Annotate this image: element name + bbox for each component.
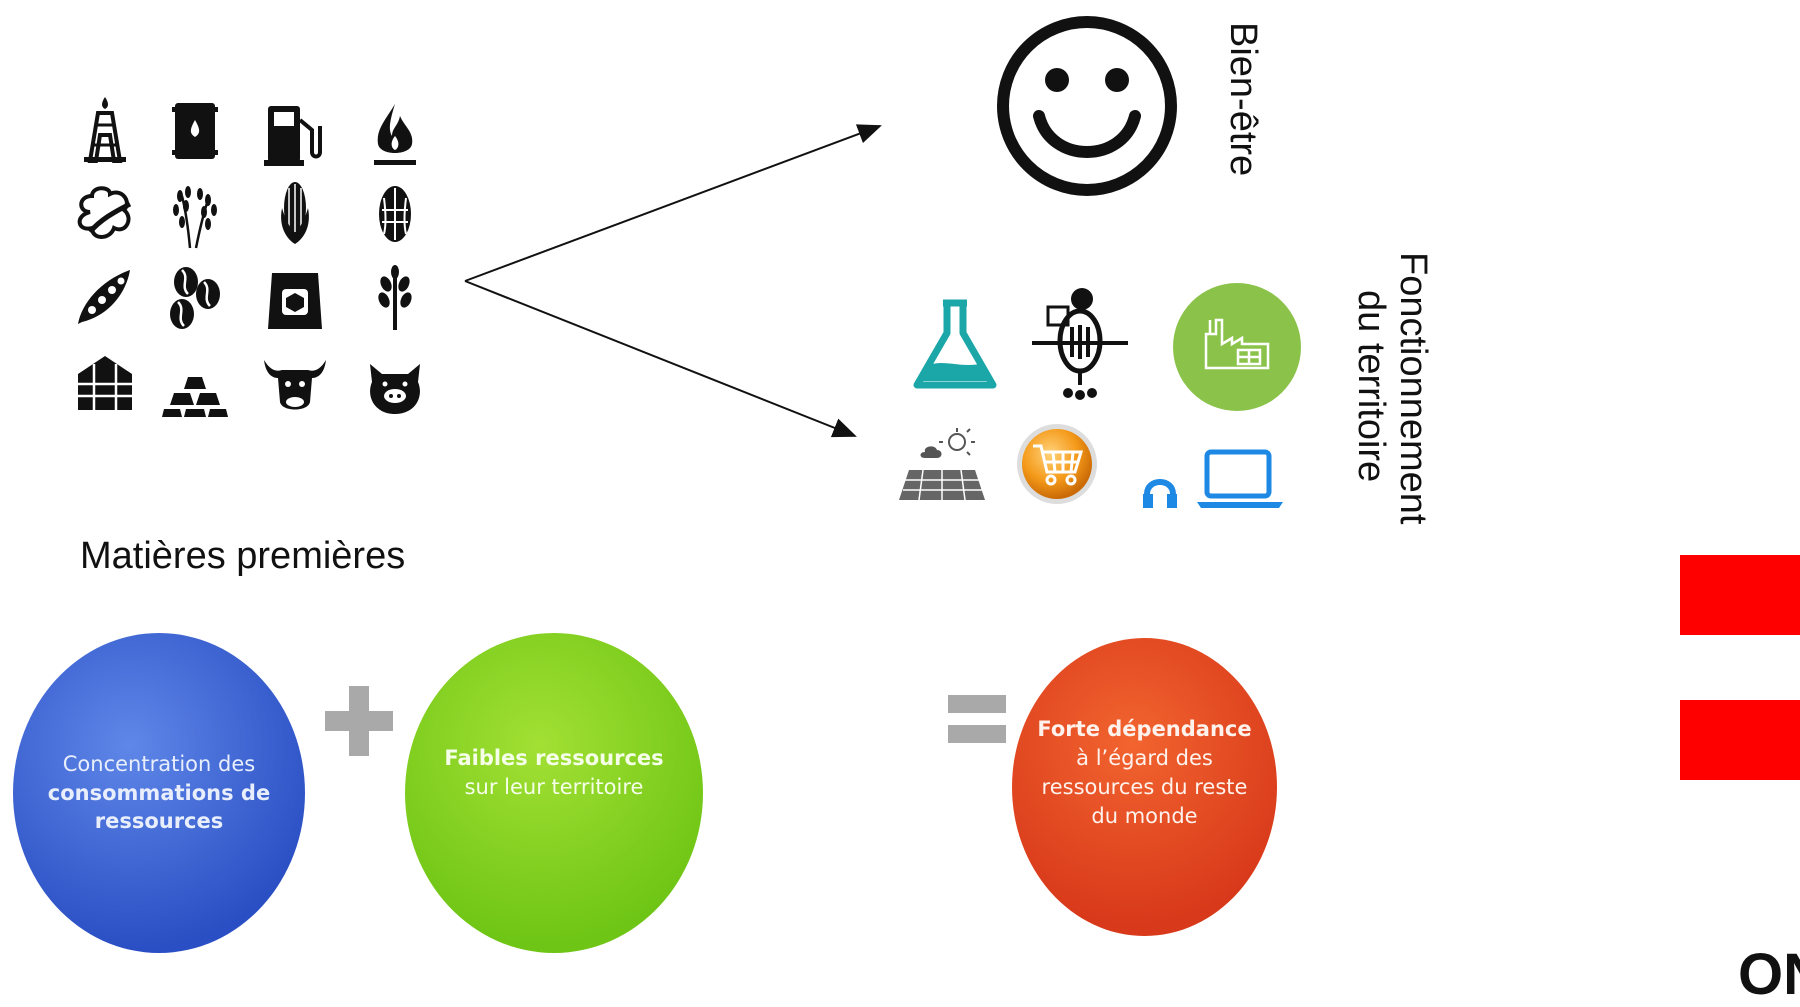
solar-panel-icon bbox=[899, 428, 985, 501]
gold-bars-icon bbox=[162, 377, 228, 417]
pig-icon bbox=[370, 364, 420, 414]
factory-icon bbox=[1173, 283, 1301, 411]
oil-rig-icon bbox=[84, 97, 126, 163]
laptop-icon bbox=[1143, 449, 1283, 508]
timber-stack-icon bbox=[78, 356, 132, 410]
red-block-bottom bbox=[1680, 700, 1800, 780]
sugar-sack-icon bbox=[268, 273, 322, 329]
red-circle-line3: ressources du reste bbox=[1041, 775, 1248, 799]
cow-icon bbox=[264, 360, 326, 410]
oil-barrel-icon bbox=[172, 103, 218, 159]
office-worker-icon bbox=[1032, 288, 1128, 400]
wellbeing-label: Bien-être bbox=[1221, 22, 1264, 177]
cotton-icon bbox=[77, 186, 132, 239]
flask-icon bbox=[913, 299, 997, 389]
fuel-pump-icon bbox=[264, 106, 322, 166]
red-circle-line2: à l’égard des bbox=[1076, 746, 1213, 771]
red-block-top bbox=[1680, 555, 1800, 635]
green-circle-line2: sur leur territoire bbox=[464, 775, 644, 799]
circle-resource-concentration: Concentration des consommations de resso… bbox=[13, 633, 305, 953]
arrow-to-wellbeing bbox=[464, 124, 882, 282]
territory-label-line1: Fonctionnement bbox=[1391, 252, 1434, 525]
green-circle-line1: Faibles ressources bbox=[444, 746, 664, 771]
shopping-cart-icon[interactable] bbox=[1015, 422, 1100, 507]
cocoa-pod-icon bbox=[379, 186, 411, 242]
circle-low-resources: Faibles ressources sur leur territoire bbox=[405, 633, 703, 953]
grain-icon bbox=[378, 265, 412, 330]
red-circle-line1: Forte dépendance bbox=[1037, 717, 1252, 742]
blue-circle-line1: Concentration des bbox=[62, 751, 256, 776]
wheat-icon bbox=[173, 186, 217, 249]
territory-label-line2: du territoire bbox=[1349, 290, 1392, 483]
smiley-icon bbox=[997, 16, 1177, 196]
coffee-beans-icon bbox=[170, 267, 220, 329]
equals-icon bbox=[948, 695, 1006, 743]
raw-materials-label: Matières premières bbox=[80, 535, 406, 577]
corn-icon bbox=[281, 182, 309, 244]
pea-pod-icon bbox=[78, 270, 130, 324]
bottom-right-fragment: ON bbox=[1738, 942, 1800, 1007]
circle-strong-dependence: Forte dépendance à l’égard des ressource… bbox=[1012, 638, 1277, 936]
plus-icon bbox=[325, 686, 393, 756]
raw-materials-icon-grid bbox=[60, 90, 430, 420]
red-circle-line4: du monde bbox=[1091, 803, 1198, 828]
blue-circle-line3: ressources bbox=[94, 809, 224, 834]
gas-flame-icon bbox=[374, 104, 416, 165]
arrow-to-territory bbox=[464, 280, 857, 438]
blue-circle-line2: consommations de bbox=[47, 780, 271, 805]
